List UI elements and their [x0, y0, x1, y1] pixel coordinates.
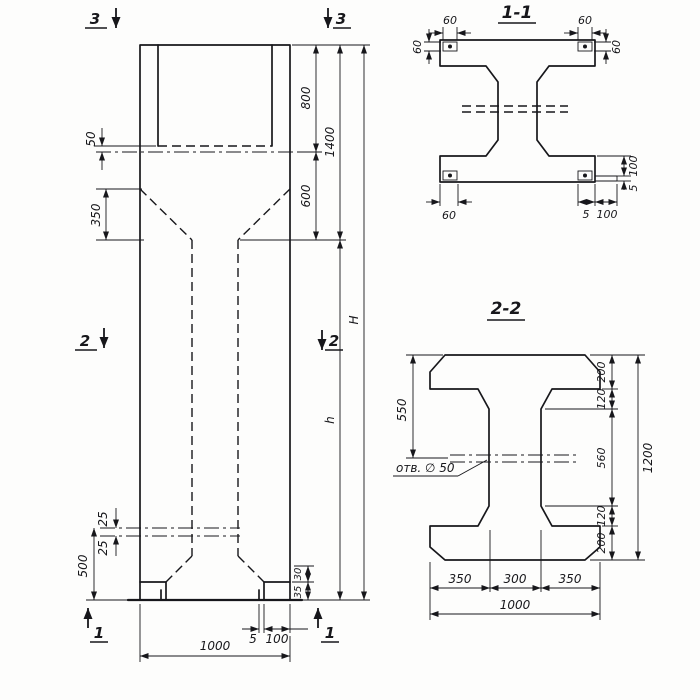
dim-200-bottom-label: 200	[595, 533, 608, 554]
dim-35-label: 35	[293, 586, 304, 599]
dim-5-br-label: 5	[583, 208, 590, 221]
dim-5-base-label: 5	[249, 632, 257, 646]
dim-1400-label: 1400	[323, 126, 337, 157]
elevation-view: 3 3 2 2 1 1 50	[75, 8, 370, 662]
anchor-dot	[583, 173, 587, 178]
dim-500-label: 500	[76, 554, 90, 577]
dim-100-base-label: 100	[266, 632, 289, 646]
dim-h-label: h	[323, 416, 337, 424]
section-2-2-outline	[429, 354, 601, 561]
dim-5-right-label: 5	[627, 185, 640, 192]
dim-25-upper-label: 25	[96, 511, 110, 526]
dim-25-lower-label: 25	[96, 540, 110, 555]
elevation-dimensions-left: 50 350 25 25 500	[76, 128, 156, 601]
section-marker-1-left: 1	[94, 624, 104, 642]
dim-1200-label: 1200	[641, 442, 655, 473]
dim-200-top-label: 200	[595, 362, 608, 383]
dim-350-left-label: 350	[449, 572, 472, 586]
dim-H-label: H	[347, 315, 361, 324]
hole-callout-label: отв. ∅ 50	[396, 461, 455, 475]
section-marker-3-left: 3	[90, 10, 100, 28]
section-marker-1-right: 1	[325, 624, 335, 642]
section-marker-3-right: 3	[336, 10, 346, 28]
dim-1000-section-label: 1000	[500, 598, 531, 612]
dim-560-label: 560	[595, 448, 608, 469]
dim-100-br-label: 100	[597, 208, 618, 221]
embedded-plates	[442, 41, 618, 182]
section-1-1-outline	[439, 39, 596, 183]
centerlines	[96, 151, 298, 537]
section-1-1-title: 1-1	[502, 3, 533, 23]
plate-top-right	[577, 41, 593, 52]
anchor-dot	[448, 44, 452, 49]
section-marker-2-right: 2	[329, 332, 339, 350]
elevation-dimensions-right: 800 600 1400 h H	[240, 44, 370, 601]
column-hidden-lines	[139, 145, 291, 583]
section-2-2-title: 2-2	[491, 299, 522, 319]
elevation-dimensions-foot: 30 35 5 100 1000	[139, 565, 314, 662]
section-markers: 3 3 2 2 1 1	[75, 8, 351, 643]
dim-800-label: 800	[299, 86, 313, 109]
dim-60-bl-label: 60	[442, 209, 456, 222]
section-2-2-dimensions: 550 200 120 560 120 200 1200	[395, 354, 655, 620]
dim-350-label: 350	[89, 203, 103, 226]
dim-50-label: 50	[84, 131, 98, 147]
dim-60-tr-h-label: 60	[610, 40, 623, 54]
section-1-1-view: 1-1 60	[411, 3, 640, 222]
dim-60-tr-w-label: 60	[578, 14, 592, 27]
plate-top-left	[442, 41, 458, 52]
dim-60-tl-w-label: 60	[443, 14, 457, 27]
dim-1000-label: 1000	[200, 639, 231, 653]
anchor-dot	[583, 44, 587, 49]
section-marker-2-left: 2	[80, 332, 90, 350]
section-2-2-view: 2-2 отв. ∅ 50 550 200	[393, 299, 655, 620]
dim-350-right-label: 350	[559, 572, 582, 586]
dim-550-label: 550	[395, 398, 409, 421]
dim-120-bottom-label: 120	[595, 506, 608, 527]
section-1-1-hole-lines	[462, 105, 568, 113]
anchor-dot	[448, 173, 452, 178]
dim-120-top-label: 120	[595, 389, 608, 410]
section-1-1-dimensions: 60 60 60 60 60 5	[411, 14, 640, 222]
dim-100-right-label: 100	[627, 156, 640, 177]
dim-300-label: 300	[504, 572, 527, 586]
section-2-2-hole: отв. ∅ 50	[393, 454, 580, 477]
plate-bottom-right	[577, 170, 593, 181]
plate-bottom-left	[442, 170, 458, 181]
dim-60-tl-h-label: 60	[411, 40, 424, 54]
dim-600-label: 600	[299, 184, 313, 207]
column-outline	[126, 44, 304, 602]
dim-30-label: 30	[293, 568, 304, 581]
